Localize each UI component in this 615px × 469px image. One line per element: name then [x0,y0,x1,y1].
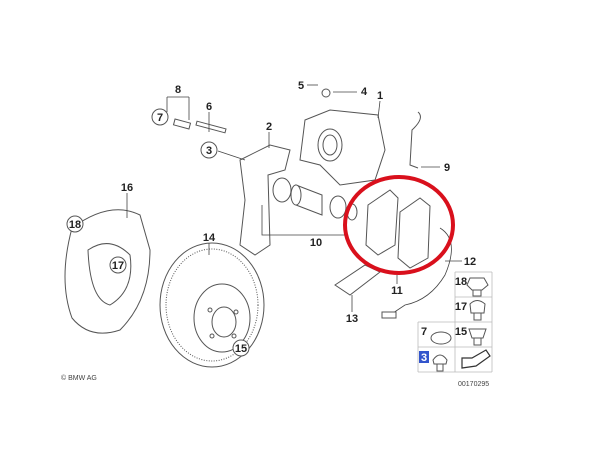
bleed-valve [321,88,331,98]
callout-circle-17 [109,256,127,274]
callout-13: 13 [346,313,358,325]
highlight-circle [343,175,455,275]
piston-set [272,177,358,221]
brake-pads [365,189,431,269]
callout-10: 10 [310,237,322,249]
callout-1: 1 [377,90,383,102]
callout-circle-7 [151,108,169,126]
highlighted-item-bg [419,351,429,363]
callout-circle-18 [66,215,84,233]
small-parts-table: 18 17 15 7 3 00170295 [417,271,493,388]
brake-disc [159,242,265,368]
callout-9: 9 [444,162,450,174]
clip-15-icon [468,328,487,346]
callout-14: 14 [203,232,216,244]
callout-4: 4 [361,86,368,98]
callout-16: 16 [121,182,133,194]
callout-17: 17 [112,260,124,272]
table-item-7: 7 [421,326,427,338]
callout-lines [126,84,462,312]
clip-17-icon [469,300,486,321]
callout-18: 18 [69,219,81,231]
callout-circle-15 [232,339,250,357]
clip-18-icon [466,277,489,297]
guide-bush [172,118,192,130]
bush-7-icon [430,331,452,345]
callout-11: 11 [391,285,403,297]
arrow-symbol-icon [461,349,491,369]
anti-rattle-spring [409,111,421,169]
guide-pin [195,120,227,134]
callout-2: 2 [266,121,272,133]
callout-labels: 1 2 3 4 5 6 7 8 9 10 11 12 13 14 15 16 1… [66,80,476,357]
drawing-number: 00170295 [458,381,489,388]
wear-sensor-cable [389,227,452,316]
table-item-18: 18 [455,276,467,288]
callout-circle-3 [200,141,218,159]
table-item-3: 3 [421,352,427,364]
callout-3: 3 [206,145,212,157]
caliper-carrier [239,144,291,256]
copyright: © BMW AG [61,374,97,382]
caliper-housing [299,109,386,186]
callout-5: 5 [298,80,304,92]
callout-15: 15 [235,343,247,355]
wear-sensor-plug [381,311,397,319]
callout-8: 8 [175,84,181,96]
cap-3-icon [432,354,448,372]
callout-7: 7 [157,112,163,124]
table-item-15: 15 [455,326,467,338]
table-item-17: 17 [455,301,467,313]
callout-12: 12 [464,256,476,268]
callout-6: 6 [206,101,212,113]
